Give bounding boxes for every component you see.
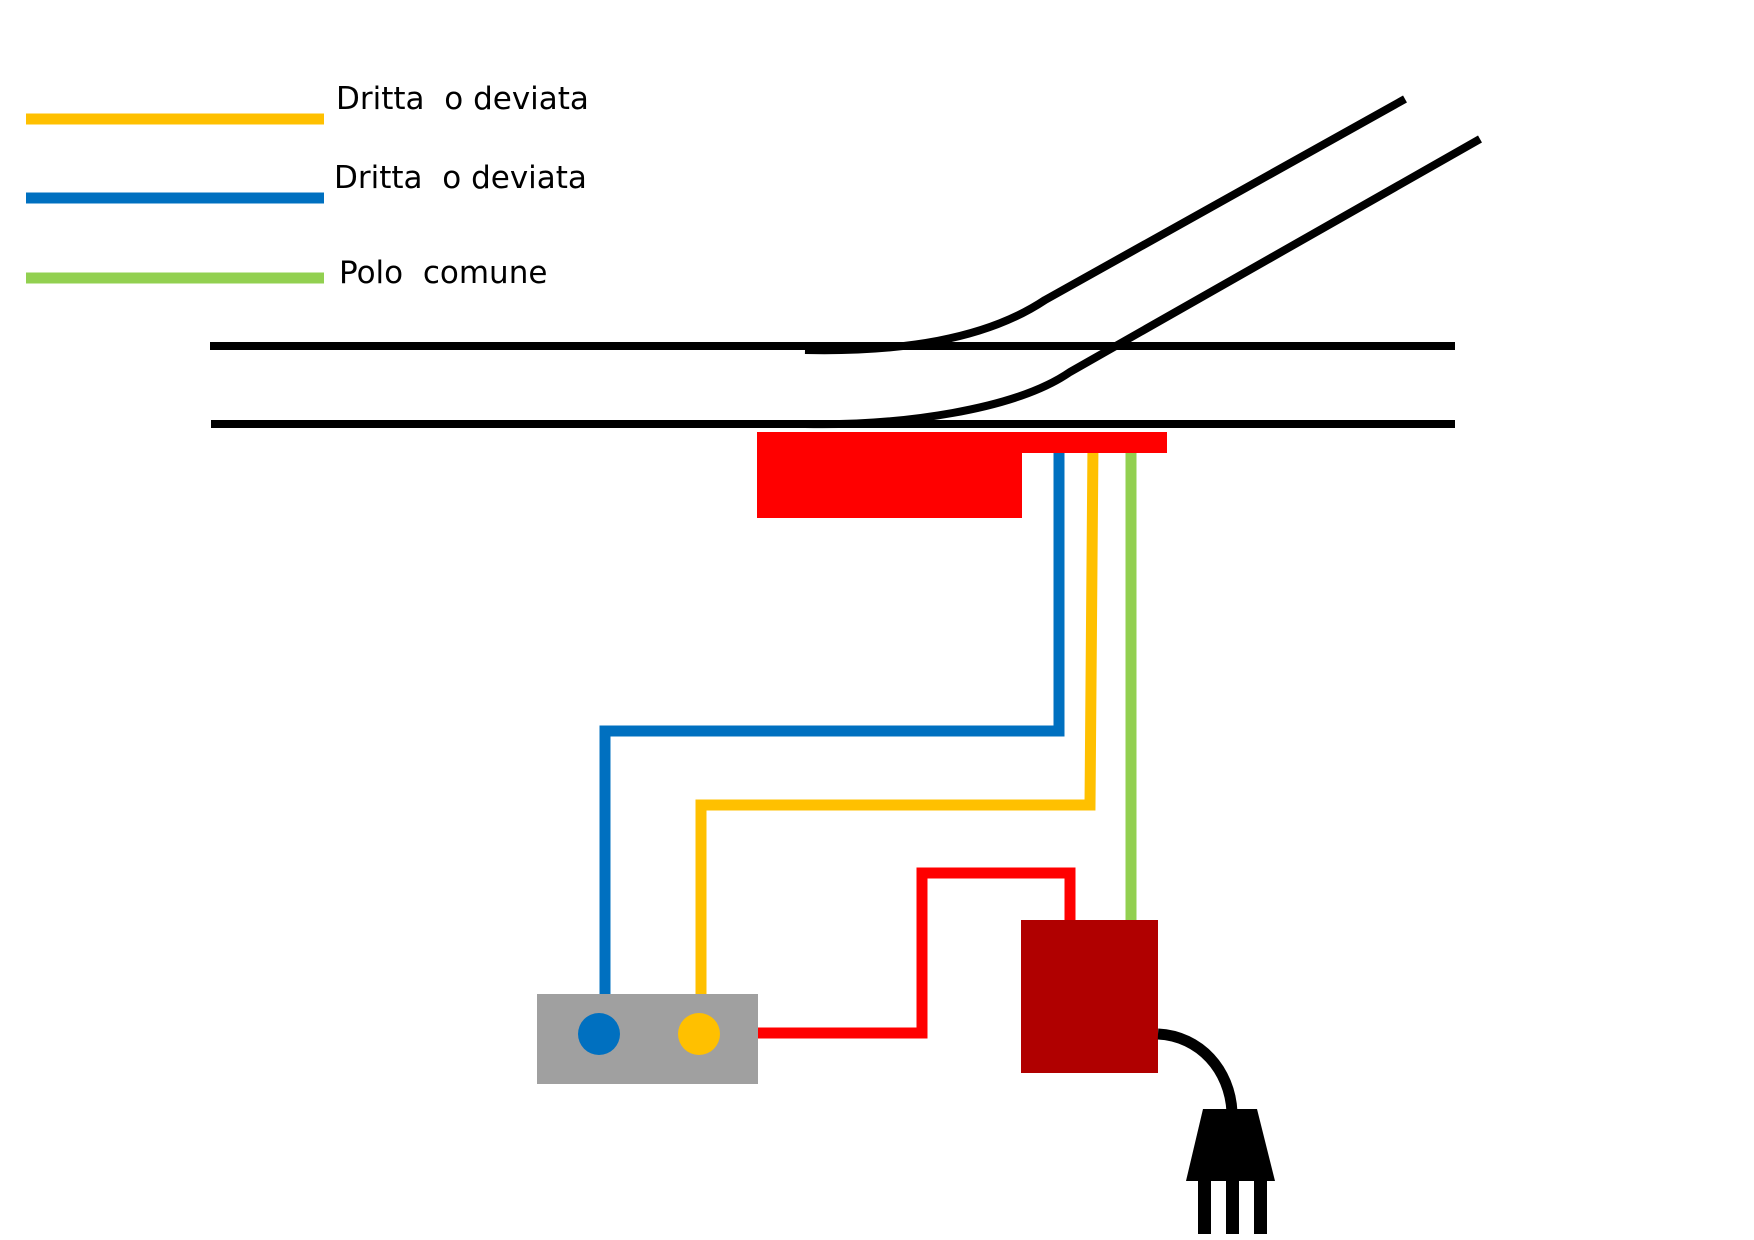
turnout-motor [757, 432, 1167, 518]
plug-prong-middle [1226, 1181, 1239, 1234]
plug-prong-left [1198, 1181, 1211, 1234]
switch-box-body [537, 994, 758, 1084]
power-supply-body [1021, 920, 1158, 1073]
power-supply [1021, 920, 1158, 1073]
plug-prong-right [1254, 1181, 1267, 1234]
rail-diverging-outer [804, 95, 1407, 355]
electrical-plug-icon [1186, 1109, 1275, 1234]
wire-blue [599, 442, 1065, 995]
switch-button-blue[interactable] [578, 1013, 620, 1055]
turnout-motor-body [757, 432, 1022, 518]
turnout-motor-terminal-strip [1020, 432, 1167, 453]
legend: Dritta o deviata Dritta o deviata Polo c… [26, 81, 589, 291]
wire-red [757, 867, 1076, 1039]
switch-button-yellow[interactable] [678, 1013, 720, 1055]
switch-box[interactable] [537, 994, 758, 1084]
rail-diverging-inner [804, 135, 1482, 429]
legend-label-green: Polo comune [339, 255, 547, 291]
wires [599, 441, 1137, 1039]
track [210, 95, 1482, 429]
plug-body [1186, 1109, 1275, 1181]
legend-label-blue: Dritta o deviata [334, 160, 587, 196]
power-cable-wire [1157, 1028, 1238, 1113]
legend-label-yellow: Dritta o deviata [336, 81, 589, 117]
power-cable [1157, 1028, 1238, 1113]
wire-yellow [695, 441, 1099, 995]
